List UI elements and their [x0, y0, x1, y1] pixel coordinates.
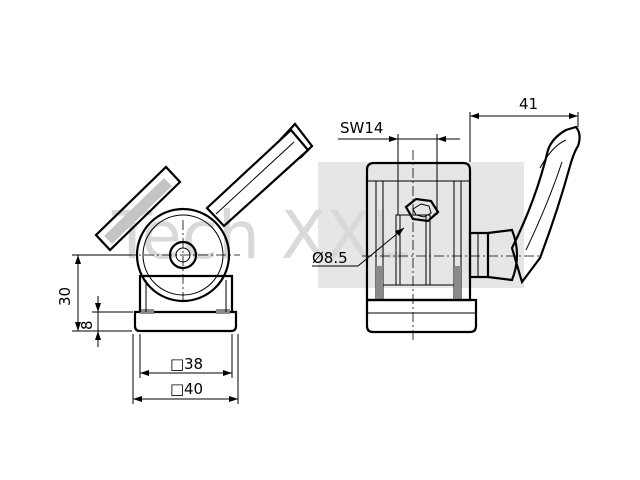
side-hub: [468, 231, 490, 279]
base-slot-right: [216, 309, 230, 314]
lever-tip: [279, 122, 314, 159]
front-view: SW14 Ø8.5 41: [312, 95, 581, 340]
body-shade-right: [454, 266, 461, 300]
base-slot-left: [140, 309, 154, 314]
clamp-handle: [510, 125, 581, 285]
clamp-handle-ridge: [539, 139, 567, 169]
lever-arm-edge: [215, 141, 295, 215]
dim-30-label: 30: [56, 287, 74, 306]
profile-plate-shade: [104, 178, 172, 244]
side-hub-cap: [487, 228, 519, 282]
watermark-box: [318, 162, 524, 288]
profile-plate: [94, 165, 182, 252]
dim-40-symbol: □: [170, 380, 184, 398]
dim-square-outer: □ 40: [132, 334, 239, 404]
dim-wrench-size: SW14: [338, 119, 460, 215]
dim-38-symbol: □: [170, 355, 184, 373]
side-view: 30 8 □ 38 □ 40: [56, 122, 314, 404]
base-foot: [365, 298, 478, 334]
clamp-handle-edge: [525, 161, 563, 251]
dim-height-total: 30: [56, 254, 132, 332]
body-shade-left: [376, 266, 383, 300]
dim-sw14-label: SW14: [340, 119, 383, 137]
watermark-text: Tech XXL: [111, 197, 408, 274]
base-plate: [133, 310, 238, 333]
dim-diameter: Ø8.5: [312, 227, 405, 267]
dim-8-label: 8: [78, 320, 96, 330]
dim-lever-reach: 41: [469, 95, 579, 162]
dim-square-inner: □ 38: [139, 334, 233, 378]
dim-38-label: 38: [184, 355, 203, 373]
dim-41-label: 41: [519, 95, 538, 113]
lower-body: [138, 274, 234, 312]
lower-body-inner: [145, 280, 227, 312]
dim-40-label: 40: [184, 380, 203, 398]
dim-base-height: 8: [78, 296, 133, 347]
body-outline: [365, 161, 472, 302]
dim-diameter-label: Ø8.5: [312, 249, 348, 267]
watermark: Tech XXL: [111, 162, 524, 288]
body-inner-lines: [375, 181, 462, 300]
